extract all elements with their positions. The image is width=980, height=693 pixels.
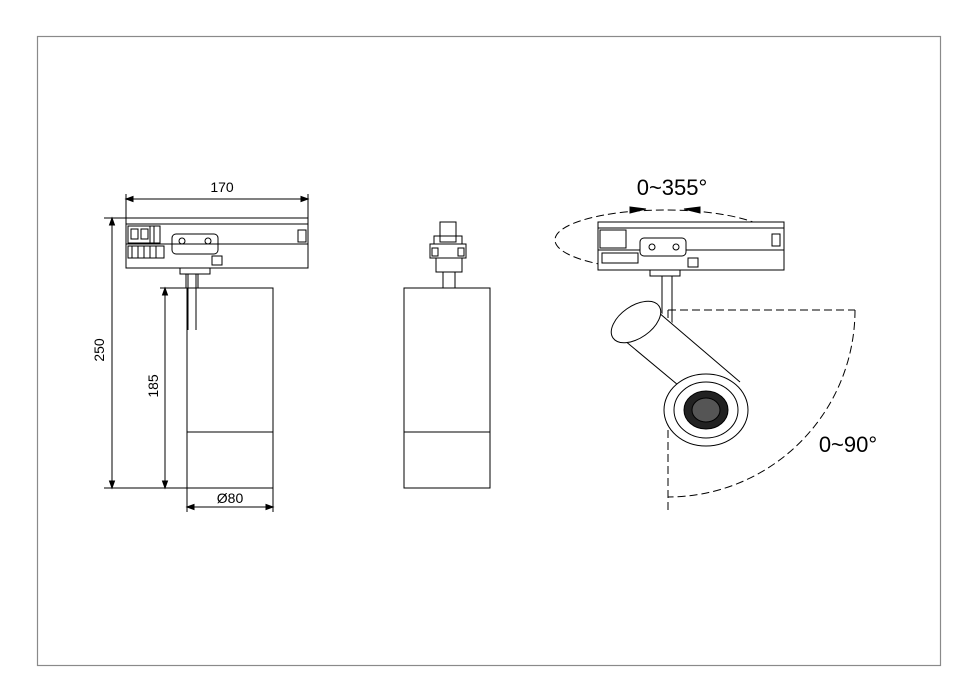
width-dimension (124, 194, 310, 218)
lamp-cylinder (186, 287, 274, 489)
stem (185, 273, 199, 330)
side-view (403, 221, 491, 489)
height-total-dimension (104, 216, 187, 490)
rotation-view (554, 206, 856, 512)
height-body-dimension (160, 286, 187, 490)
diameter-dimension (185, 488, 275, 512)
side-adapter (429, 221, 467, 289)
tilted-lamp (608, 300, 749, 447)
horizontal-rotation-label: 0~355° (637, 175, 708, 200)
front-view (104, 194, 310, 512)
track-adapter (125, 217, 309, 275)
height-total-label: 250 (91, 338, 107, 362)
diameter-label: Ø80 (217, 490, 244, 506)
height-body-label: 185 (145, 374, 161, 398)
drawing-frame (36, 35, 942, 667)
side-cylinder (403, 287, 491, 489)
width-label: 170 (210, 179, 234, 195)
rotation-adapter (597, 221, 785, 277)
vertical-rotation-label: 0~90° (819, 432, 877, 457)
